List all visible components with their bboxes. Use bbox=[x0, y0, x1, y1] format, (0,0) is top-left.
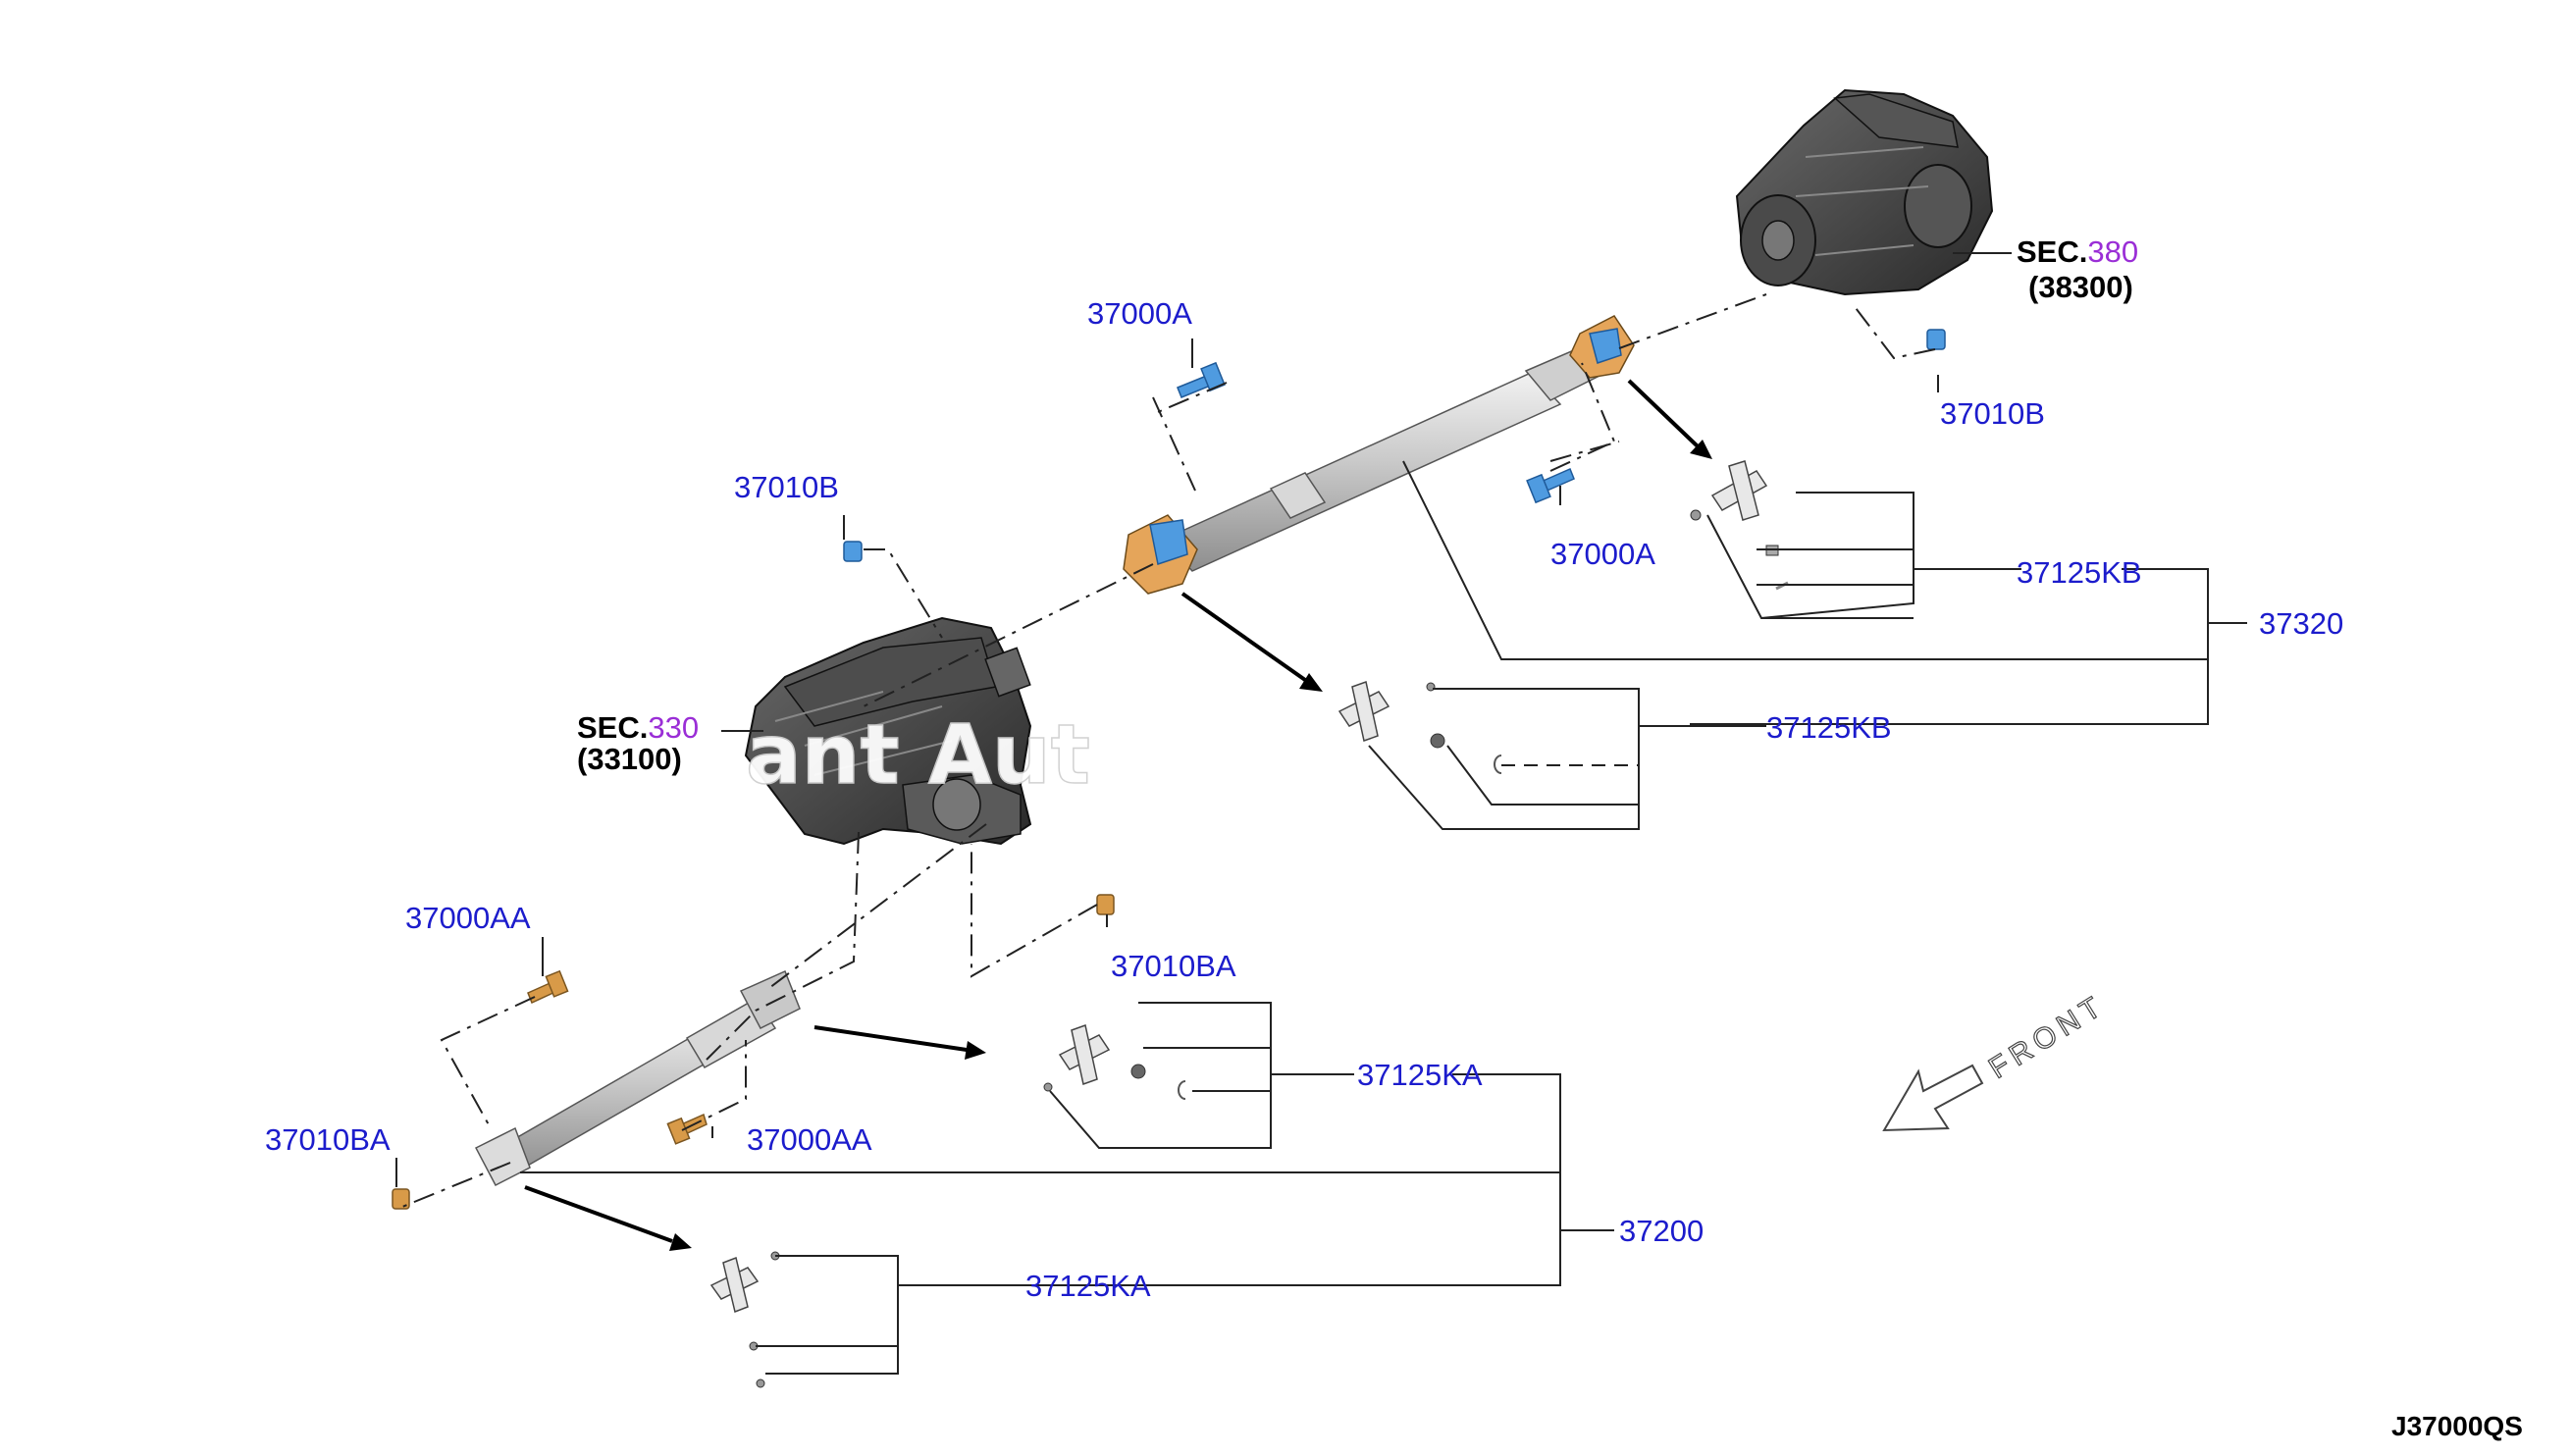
section-prefix: SEC. bbox=[2017, 234, 2087, 269]
nut-37010BA-right-shape bbox=[1096, 894, 1115, 915]
part-label-37125KA-lower[interactable]: 37125KA bbox=[1025, 1269, 1151, 1303]
leader-lines bbox=[395, 252, 2247, 1375]
section-label-380: SEC.380 (38300) bbox=[2017, 234, 2138, 304]
section-prefix: SEC. bbox=[577, 710, 648, 745]
ujoint-kit-37125KA-lower bbox=[709, 1251, 780, 1388]
section-label-330: SEC.330 (33100) bbox=[577, 710, 699, 776]
nut-37010BA-left-shape bbox=[392, 1188, 410, 1210]
front-label: FRONT bbox=[1983, 988, 2112, 1085]
bolt-37000AA-low-shape bbox=[666, 1113, 708, 1145]
svg-text:SEC.330: SEC.330 bbox=[577, 710, 699, 745]
nut-37010B-left-shape bbox=[843, 541, 863, 562]
bolt-37000A-mid-shape bbox=[1526, 468, 1575, 504]
ujoint-kit-37125KB-upper bbox=[1690, 460, 1789, 591]
part-label-37010BA-left[interactable]: 37010BA bbox=[265, 1122, 391, 1157]
part-label-37320[interactable]: 37320 bbox=[2259, 606, 2343, 641]
part-label-37125KB-lower[interactable]: 37125KB bbox=[1766, 710, 1892, 745]
bolt-37000AA-top-shape bbox=[527, 969, 569, 1005]
part-label-37125KA-upper[interactable]: 37125KA bbox=[1357, 1058, 1483, 1092]
front-direction-indicator: FRONT bbox=[1882, 988, 2112, 1132]
svg-text:SEC.380: SEC.380 bbox=[2017, 234, 2138, 269]
center-lines bbox=[401, 293, 1936, 1208]
part-label-37125KB-upper[interactable]: 37125KB bbox=[2017, 555, 2142, 590]
part-label-37000AA-top[interactable]: 37000AA bbox=[405, 901, 531, 935]
front-propeller-shaft bbox=[474, 969, 801, 1187]
part-label-37000A-top[interactable]: 37000A bbox=[1087, 296, 1192, 331]
diagram-code: J37000QS bbox=[2391, 1411, 2523, 1441]
bolt-37000A-top-shape bbox=[1177, 361, 1226, 398]
section-subcode: (38300) bbox=[2028, 270, 2133, 304]
rear-differential bbox=[1735, 88, 1994, 296]
section-number: 380 bbox=[2087, 234, 2138, 269]
watermark-text: ant Aut bbox=[746, 706, 1090, 803]
ujoint-kit-37125KA-upper bbox=[1043, 1024, 1186, 1100]
explode-arrows bbox=[524, 379, 1712, 1251]
ujoint-kit-37125KB-lower bbox=[1337, 681, 1502, 774]
section-subcode: (33100) bbox=[577, 742, 682, 776]
part-label-37010B-right[interactable]: 37010B bbox=[1940, 396, 2045, 431]
part-label-37000A-mid[interactable]: 37000A bbox=[1550, 537, 1655, 571]
rear-propeller-shaft bbox=[1123, 315, 1635, 595]
rear-shaft-flange-rear bbox=[1569, 315, 1635, 379]
part-label-37200[interactable]: 37200 bbox=[1619, 1214, 1704, 1248]
rear-shaft-flange-front bbox=[1123, 514, 1198, 595]
nut-37010B-right-shape bbox=[1926, 329, 1946, 350]
part-label-37010B-left[interactable]: 37010B bbox=[734, 470, 839, 504]
transfer-case bbox=[744, 616, 1032, 846]
part-label-37000AA-low[interactable]: 37000AA bbox=[747, 1122, 872, 1157]
part-label-37010BA-right[interactable]: 37010BA bbox=[1111, 949, 1236, 983]
section-number: 330 bbox=[648, 710, 699, 745]
